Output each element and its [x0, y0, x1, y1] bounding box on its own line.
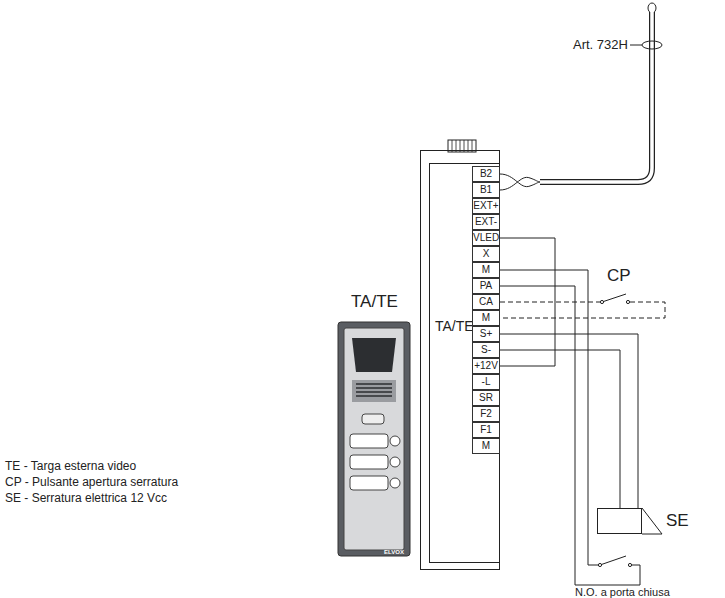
terminal-label: X [472, 246, 500, 262]
switch-contact [600, 300, 603, 303]
terminal-label: CA [472, 294, 500, 310]
node-text: TA/TE [435, 318, 474, 334]
leader-line [630, 45, 642, 46]
node-text: ELVOX [384, 549, 404, 555]
callout-text: CP [607, 266, 631, 286]
wire-m [500, 270, 600, 565]
terminal-label: M [472, 310, 500, 326]
wire-cp [500, 302, 665, 318]
switch-contact [626, 300, 629, 303]
terminal-label: -L [472, 374, 500, 390]
call-buttons [350, 434, 400, 490]
panel-face [344, 328, 404, 550]
terminal-label: F1 [472, 422, 500, 438]
lock-box: SE [597, 508, 642, 534]
cable-end [648, 3, 656, 13]
wire-pa [500, 286, 640, 585]
callout-text: Art. 732H [573, 37, 628, 52]
legend-key: TE - Targa esterna video [5, 459, 136, 473]
cable [540, 12, 652, 182]
terminal-label: B1 [472, 182, 500, 198]
lock-wire [500, 350, 620, 508]
terminal-label: SR [472, 390, 500, 406]
speaker [352, 380, 396, 402]
button [362, 414, 384, 424]
wire-b1 [500, 177, 540, 190]
terminal-label: B2 [472, 166, 500, 182]
terminal-label: S+ [472, 326, 500, 342]
lock-symbol [642, 508, 662, 534]
legend-key: SE - Serratura elettrica 12 Vcc [5, 491, 167, 505]
terminal-label: F2 [472, 406, 500, 422]
terminal-label: EXT- [472, 214, 500, 230]
cable-ring [642, 41, 662, 49]
cp-switch [602, 294, 626, 302]
terminal-label: S- [472, 342, 500, 358]
switch-contact [598, 563, 601, 566]
terminal-label: PA [472, 278, 500, 294]
terminal-label: M [472, 262, 500, 278]
camera-window [352, 338, 396, 372]
speaker-slots [356, 384, 392, 396]
door-panel-node: TA/TEELVOX [338, 322, 410, 556]
cable-inner [540, 12, 652, 182]
door-switch [600, 556, 626, 565]
terminal-label: +12V [472, 358, 500, 374]
lock-wire [500, 334, 638, 508]
door-panel [338, 322, 410, 556]
legend-key: CP - Pulsante apertura serratura [5, 475, 178, 489]
terminal-label: M [472, 438, 500, 454]
node-text: TA/TE [351, 292, 398, 312]
node-text: SE [666, 511, 689, 531]
callout-text: N.O. a porta chiusa [575, 586, 670, 598]
terminal-label: VLED [472, 230, 500, 246]
switch-contact [628, 563, 631, 566]
terminal-label: EXT+ [472, 198, 500, 214]
